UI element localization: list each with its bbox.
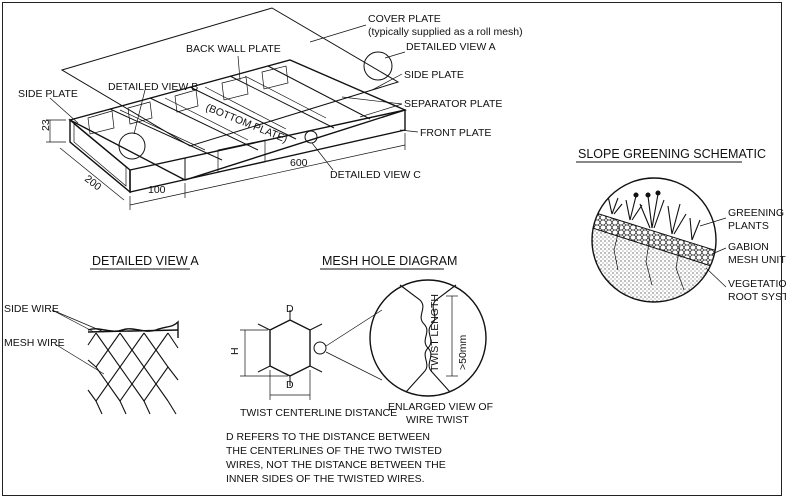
mesh-hole-title: MESH HOLE DIAGRAM [322,254,457,268]
cover-plate-shape [60,7,400,147]
mesh-hexagon [269,319,311,377]
label-gabion-2: MESH UNIT [728,254,786,266]
label-side-wire: SIDE WIRE [4,303,59,315]
greening-plants [607,190,701,241]
dim-length: 600 [290,157,308,169]
label-enlarged-1: ENLARGED VIEW OF [388,401,493,413]
detail-circle-c [304,130,318,144]
dim-h: H [229,347,241,355]
label-enlarged-2: WIRE TWIST [406,414,469,426]
label-detailed-view-b: DETAILED VIEW B [108,81,198,93]
label-root-1: VEGETATION [728,278,786,290]
slope-title: SLOPE GREENING SCHEMATIC [578,147,766,161]
note-line-2: THE CENTERLINES OF THE TWO TWISTED [226,445,442,457]
label-gabion-1: GABION [728,241,769,253]
dim-height: 23 [40,119,52,131]
label-separator-plate: SEPARATOR PLATE [404,98,502,110]
detail-circle-a [363,51,393,81]
leader-lines [49,24,419,171]
dim-d-bottom: D [286,379,294,391]
label-back-wall-plate: BACK WALL PLATE [186,43,281,55]
front-mesh-panel [217,139,266,173]
label-side-plate-left: SIDE PLATE [18,88,78,100]
back-wall-mesh [87,65,289,135]
note-line-1: D REFERS TO THE DISTANCE BETWEEN [226,431,430,443]
label-front-plate: FRONT PLATE [420,127,491,139]
dim-d-top: D [286,303,294,315]
twisted-wire-shape [399,284,457,393]
label-twist-centerline: TWIST CENTERLINE DISTANCE [240,407,397,419]
dim-cell-width: 100 [148,184,166,196]
detail-view-a: DETAILED VIEW A SIDE WIRE MESH WIRE [4,254,199,415]
label-side-plate-right: SIDE PLATE [404,69,464,81]
mesh-hole-diagram: MESH HOLE DIAGRAM D D H TWIST LENGT [226,254,493,485]
detail-circle-b [118,132,146,160]
detail-a-title: DETAILED VIEW A [92,254,199,268]
slope-greening-schematic: SLOPE GREENING SCHEMATIC [576,147,786,303]
mesh-wire-grid [87,332,179,415]
note-line-3: WIRES, NOT THE DISTANCE BETWEEN THE [226,459,446,471]
slope-circle [591,177,717,303]
label-cover-plate-note: (typically supplied as a roll mesh) [368,26,523,38]
gabion-box-isometric: COVER PLATE (typically supplied as a rol… [18,7,523,210]
note-line-4: INNER SIDES OF THE TWISTED WIRES. [226,473,425,485]
label-detailed-view-c: DETAILED VIEW C [330,169,421,181]
label-twist-length: TWIST LENGTH [429,294,441,372]
gabion-unit-band [592,207,716,273]
root-system [613,225,685,291]
label-mesh-wire: MESH WIRE [4,337,65,349]
enlarged-twist-circle [369,279,487,397]
dimension-lines [46,119,406,210]
label-greening-2: PLANTS [728,220,769,232]
label-detailed-view-a: DETAILED VIEW A [406,41,496,53]
dim-depth: 200 [82,173,103,193]
label-greening-1: GREENING [728,207,784,219]
label-cover-plate: COVER PLATE [368,13,441,25]
label-root-2: ROOT SYSTEM [728,291,786,303]
separator-plates [109,65,371,161]
label-twist-min: >50mm [457,334,469,370]
